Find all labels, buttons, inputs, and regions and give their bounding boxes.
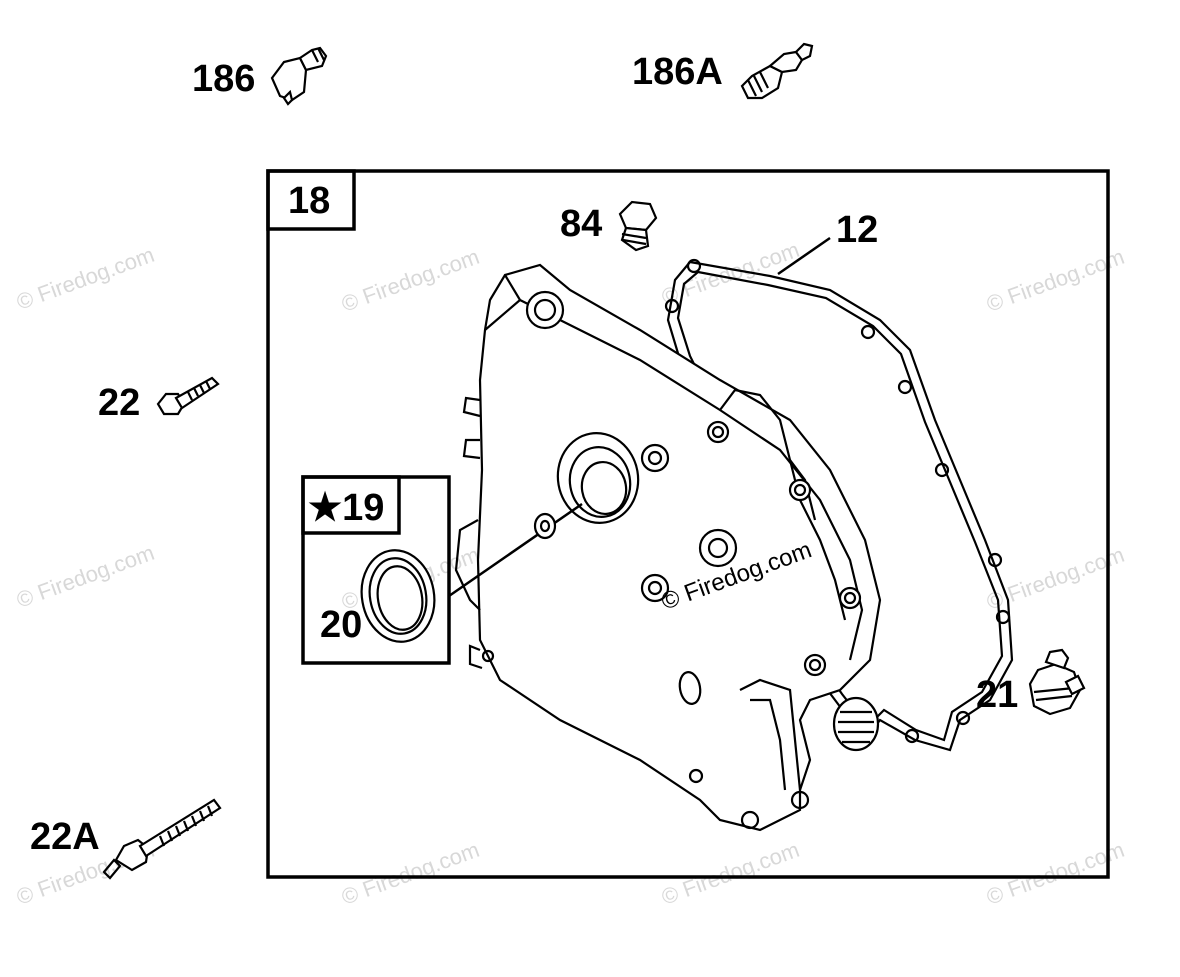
callout-84: 84 <box>560 203 602 245</box>
watermark: © Firedog.com <box>983 244 1127 317</box>
callout-21: 21 <box>976 674 1018 716</box>
callout-20: 20 <box>320 604 362 646</box>
callout-22a: 22A <box>30 816 100 858</box>
fitting-186[interactable] <box>270 46 328 106</box>
watermark: © Firedog.com <box>658 837 802 910</box>
callout-22: 22 <box>98 382 140 424</box>
oil-seal-20[interactable] <box>355 544 442 647</box>
watermark: © Firedog.com <box>983 837 1127 910</box>
watermark: © Firedog.com <box>338 244 482 317</box>
callout-12: 12 <box>836 209 878 251</box>
bolt-22[interactable] <box>156 376 220 416</box>
callout-18: 18 <box>288 180 330 222</box>
kit-label-box-18 <box>266 169 356 231</box>
crankcase-cover[interactable] <box>454 263 882 832</box>
fitting-186a[interactable] <box>740 42 814 100</box>
watermark: © Firedog.com <box>13 540 157 613</box>
leader-12 <box>777 236 831 276</box>
callout-186a: 186A <box>632 51 723 93</box>
kit-label-box-19 <box>301 475 401 535</box>
watermark: © Firedog.com <box>983 542 1127 615</box>
callout-186: 186 <box>192 58 255 100</box>
callout-19: ★19 <box>308 487 384 529</box>
leader-19 <box>448 502 583 598</box>
bolt-22a[interactable] <box>102 798 222 880</box>
watermark: © Firedog.com <box>13 242 157 315</box>
plug-84[interactable] <box>618 200 658 252</box>
kit-frame-18 <box>266 169 1110 879</box>
watermark: © Firedog.com <box>338 837 482 910</box>
fitting-21[interactable] <box>1028 648 1086 716</box>
washer <box>533 512 557 540</box>
